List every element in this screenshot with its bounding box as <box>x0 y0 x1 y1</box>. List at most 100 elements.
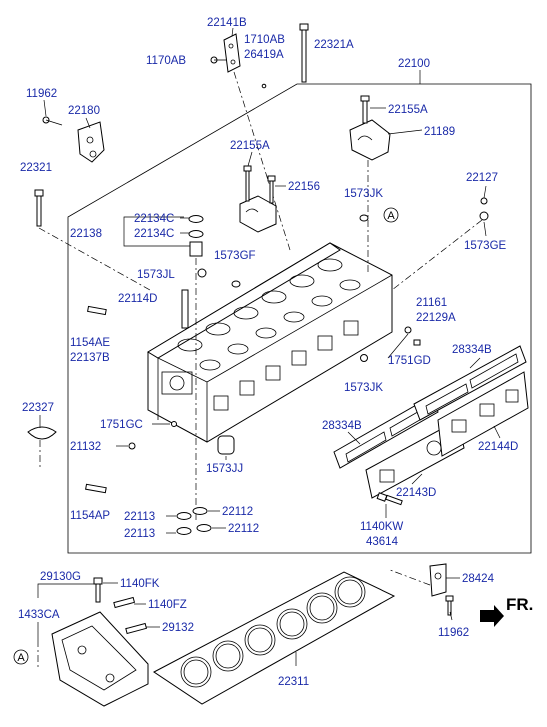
label-22180: 22180 <box>68 105 100 117</box>
label-22143D: 22143D <box>396 487 436 499</box>
leader-28334B-right <box>469 357 481 369</box>
label-22155A-top: 22155A <box>388 104 428 116</box>
label-1573GF: 1573GF <box>214 250 256 262</box>
label-21132: 21132 <box>70 441 101 453</box>
dashline-22127 <box>391 219 483 291</box>
bolt-22155A-top <box>360 95 370 124</box>
label-11962-top: 11962 <box>26 88 57 100</box>
label-22327: 22327 <box>22 402 54 414</box>
label-1154AP: 1154AP <box>70 510 110 522</box>
label-22113-1: 22113 <box>124 511 155 523</box>
head-gasket-22311 <box>153 571 396 705</box>
label-29130G: 29130G <box>40 571 81 583</box>
label-22144D: 22144D <box>478 441 518 453</box>
label-22321A: 22321A <box>314 39 354 51</box>
label-22127: 22127 <box>466 172 498 184</box>
label-1751GD: 1751GD <box>388 355 431 367</box>
label-1573JK-bottom: 1573JK <box>344 382 383 394</box>
label-28334B-right: 28334B <box>452 344 492 356</box>
bracket-29130G-leader <box>37 583 100 598</box>
label-22112-1: 22112 <box>222 506 253 518</box>
front-direction-arrow <box>480 605 504 627</box>
label-22137B: 22137B <box>70 352 110 364</box>
label-28424: 28424 <box>462 573 495 585</box>
plug-1573GE <box>479 211 489 221</box>
label-21189: 21189 <box>424 126 455 138</box>
label-22321: 22321 <box>20 162 52 174</box>
ref-marker-a-top-label: A <box>387 210 395 222</box>
label-1710AB: 1710AB <box>244 34 285 46</box>
leader-11962-top <box>43 99 47 117</box>
label-1140FK: 1140FK <box>120 578 160 590</box>
label-22113-2: 22113 <box>124 528 155 540</box>
label-22134C-2: 22134C <box>134 228 174 240</box>
label-22141B: 22141B <box>207 17 247 29</box>
label-1751GC: 1751GC <box>100 419 143 431</box>
cam-cap-22156 <box>239 195 277 233</box>
label-29132: 29132 <box>162 622 194 634</box>
assembly-boundary-box <box>67 83 532 554</box>
leader-1573GE <box>483 221 487 237</box>
label-22112-2: 22112 <box>228 523 259 535</box>
label-11962-bottom: 11962 <box>438 627 469 639</box>
plug-21161 <box>360 326 421 362</box>
label-22129A: 22129A <box>416 312 456 324</box>
bracket-29130G <box>51 611 149 707</box>
bolt-1170AB <box>210 56 226 64</box>
bolt-22321 <box>34 189 44 227</box>
cover-22327 <box>27 426 57 440</box>
bracket-28424 <box>429 563 447 597</box>
dashline-top-bracket <box>233 71 291 251</box>
leader-22144D <box>493 425 501 439</box>
leader-22180 <box>85 117 91 129</box>
ref-marker-a-bottom-label: A <box>17 652 25 664</box>
label-28334B-left: 28334B <box>322 420 362 432</box>
plug-1573JJ <box>217 435 235 455</box>
label-22155A-mid: 22155A <box>230 140 270 152</box>
bolt-11962-bottom <box>445 595 454 616</box>
leader-22143D <box>411 473 423 485</box>
label-1170AB: 1170AB <box>146 55 186 67</box>
label-22311: 22311 <box>278 676 309 688</box>
bolt-1140KW <box>376 492 403 506</box>
manifold-22144D <box>437 371 529 457</box>
bolt-22155A-mid <box>243 165 276 204</box>
bolt-1140FZ <box>113 596 136 609</box>
cylinder-head <box>147 242 393 443</box>
dashline-28424 <box>389 569 431 586</box>
label-22138: 22138 <box>70 228 102 240</box>
label-22100: 22100 <box>398 58 430 70</box>
label-22156: 22156 <box>288 181 320 193</box>
gasket-28334B-right <box>413 345 527 421</box>
label-21161: 21161 <box>416 297 447 309</box>
label-1140FZ: 1140FZ <box>148 599 187 611</box>
manifold-22143D <box>365 419 465 499</box>
bolt-1140FK <box>93 577 103 603</box>
label-1573JJ: 1573JJ <box>206 463 243 475</box>
stud-1154AP <box>85 483 107 494</box>
seals-22113-22112 <box>176 507 212 535</box>
ref-marker-a-bottom <box>13 649 29 665</box>
label-1573GE: 1573GE <box>464 240 507 252</box>
leader-22141B <box>231 27 234 37</box>
bracket-22138 <box>123 216 190 247</box>
bracket-22180 <box>77 121 105 163</box>
bolt-22321A <box>299 23 309 83</box>
label-43614: 43614 <box>366 536 399 548</box>
bolt-11962-top <box>42 116 63 126</box>
label-22134C-1: 22134C <box>134 213 174 225</box>
cam-bracket-21189 <box>349 119 391 161</box>
plug-1573JK-top <box>359 214 369 222</box>
leader-22155A-mid <box>247 151 253 167</box>
plug-1751GC <box>171 421 177 427</box>
stud-1154AE <box>87 305 107 316</box>
plug-1573JL <box>197 268 207 278</box>
leader-11962-bottom <box>449 611 453 621</box>
part-labels: 22141B 1710AB 26419A 22321A 1170AB 22100… <box>18 17 518 688</box>
leader-22127 <box>483 185 487 199</box>
plug-21132 <box>128 442 136 450</box>
front-direction-label: FR. <box>506 595 533 614</box>
valve-guide-22114D <box>181 289 189 329</box>
label-1433CA: 1433CA <box>18 609 60 621</box>
